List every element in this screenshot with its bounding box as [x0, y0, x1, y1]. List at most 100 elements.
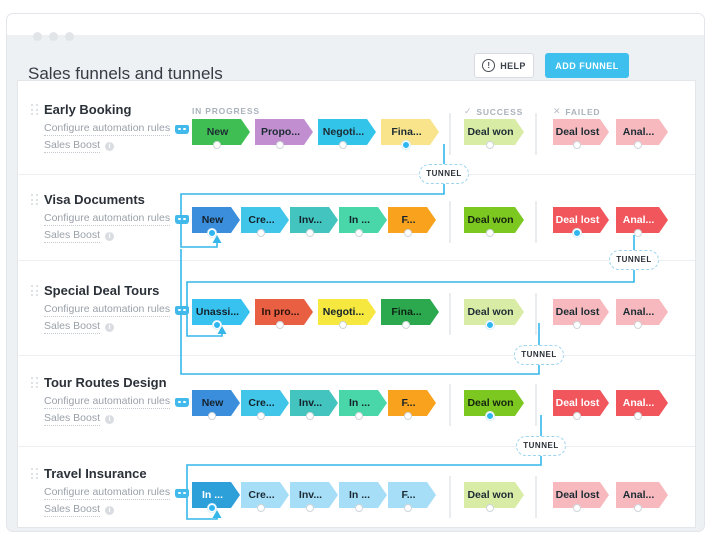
stage-chip[interactable]: In ...: [339, 390, 387, 424]
stage-dot[interactable]: [275, 321, 284, 329]
stage-chip-body[interactable]: New: [192, 390, 240, 416]
stage-chip-body[interactable]: Propo...: [255, 119, 313, 145]
add-funnel-button[interactable]: ADD FUNNEL: [545, 53, 629, 78]
funnel-title[interactable]: Special Deal Tours: [44, 283, 160, 298]
stage-dot[interactable]: [354, 412, 363, 420]
stage-chip[interactable]: New: [192, 207, 240, 241]
stage-chip-body[interactable]: New: [192, 119, 250, 145]
stage-chip[interactable]: In ...: [339, 482, 387, 516]
stage-chip[interactable]: In pro...: [255, 299, 313, 333]
stage-chip[interactable]: Cre...: [241, 207, 289, 241]
stage-dot[interactable]: [572, 141, 581, 149]
stage-chip-body[interactable]: Deal lost: [553, 299, 609, 325]
stage-dot[interactable]: [633, 229, 642, 237]
stage-chip-body[interactable]: F...: [388, 482, 436, 508]
stage-dot[interactable]: [256, 504, 265, 512]
stage-chip[interactable]: Deal won: [464, 482, 524, 516]
stage-chip-body[interactable]: Anal...: [616, 119, 668, 145]
stage-chip-body[interactable]: Anal...: [616, 482, 668, 508]
stage-chip-body[interactable]: F...: [388, 207, 436, 233]
stage-chip[interactable]: Anal...: [616, 119, 668, 153]
stage-chip[interactable]: Propo...: [255, 119, 313, 153]
stage-dot[interactable]: [256, 412, 265, 420]
stage-chip[interactable]: Negoti...: [318, 119, 376, 153]
stage-chip-body[interactable]: Deal lost: [553, 482, 609, 508]
tunnel-connection-dot[interactable]: [401, 141, 410, 149]
stage-dot[interactable]: [485, 141, 494, 149]
stage-dot[interactable]: [354, 504, 363, 512]
info-icon[interactable]: i: [105, 322, 115, 332]
stage-dot[interactable]: [485, 229, 494, 237]
stage-chip[interactable]: New: [192, 119, 250, 153]
stage-dot[interactable]: [275, 141, 284, 149]
stage-dot[interactable]: [403, 504, 412, 512]
stage-chip-body[interactable]: Fina...: [381, 299, 439, 325]
stage-dot[interactable]: [354, 229, 363, 237]
stage-chip-body[interactable]: Anal...: [616, 299, 668, 325]
configure-automation-link[interactable]: Configure automation rules: [44, 303, 171, 317]
stage-dot[interactable]: [403, 229, 412, 237]
stage-dot[interactable]: [338, 141, 347, 149]
sales-boost-link[interactable]: Sales Boost: [44, 139, 101, 153]
tunnel-label-pill[interactable]: TUNNEL: [609, 250, 659, 270]
stage-chip[interactable]: In ...: [339, 207, 387, 241]
info-icon[interactable]: i: [105, 414, 115, 424]
stage-chip-body[interactable]: In ...: [339, 207, 387, 233]
funnel-title[interactable]: Travel Insurance: [44, 466, 147, 481]
stage-chip-body[interactable]: Deal lost: [553, 119, 609, 145]
tunnel-connection-dot[interactable]: [207, 229, 216, 237]
stage-chip[interactable]: Unassi...: [192, 299, 250, 333]
stage-chip-body[interactable]: Inv...: [290, 207, 338, 233]
stage-chip[interactable]: Inv...: [290, 207, 338, 241]
stage-chip[interactable]: Anal...: [616, 482, 668, 516]
stage-chip-body[interactable]: F...: [388, 390, 436, 416]
stage-chip-body[interactable]: Deal won: [464, 119, 524, 145]
configure-automation-link[interactable]: Configure automation rules: [44, 212, 171, 226]
stage-dot[interactable]: [212, 141, 221, 149]
drag-handle-icon[interactable]: [31, 285, 38, 296]
stage-chip-body[interactable]: In ...: [339, 390, 387, 416]
drag-handle-icon[interactable]: [31, 104, 38, 115]
help-button[interactable]: ! HELP: [474, 53, 534, 78]
stage-chip[interactable]: Deal lost: [553, 299, 609, 333]
stage-chip-body[interactable]: Negoti...: [318, 299, 376, 325]
sales-boost-link[interactable]: Sales Boost: [44, 412, 101, 426]
stage-chip[interactable]: Deal won: [464, 390, 524, 424]
stage-dot[interactable]: [401, 321, 410, 329]
stage-chip-body[interactable]: In ...: [192, 482, 240, 508]
stage-chip-body[interactable]: Deal won: [464, 299, 524, 325]
drag-handle-icon[interactable]: [31, 377, 38, 388]
stage-dot[interactable]: [633, 412, 642, 420]
drag-handle-icon[interactable]: [31, 468, 38, 479]
stage-chip-body[interactable]: Anal...: [616, 390, 668, 416]
stage-chip-body[interactable]: Deal lost: [553, 390, 609, 416]
sales-boost-link[interactable]: Sales Boost: [44, 229, 101, 243]
stage-chip-body[interactable]: New: [192, 207, 240, 233]
stage-chip-body[interactable]: Cre...: [241, 482, 289, 508]
info-icon[interactable]: i: [105, 505, 115, 515]
stage-chip[interactable]: New: [192, 390, 240, 424]
stage-chip-body[interactable]: Inv...: [290, 390, 338, 416]
stage-chip[interactable]: F...: [388, 482, 436, 516]
stage-chip-body[interactable]: Deal won: [464, 390, 524, 416]
stage-dot[interactable]: [256, 229, 265, 237]
tunnel-connection-dot[interactable]: [207, 504, 216, 512]
configure-automation-link[interactable]: Configure automation rules: [44, 486, 171, 500]
configure-automation-link[interactable]: Configure automation rules: [44, 122, 171, 136]
stage-chip[interactable]: In ...: [192, 482, 240, 516]
stage-dot[interactable]: [485, 504, 494, 512]
stage-chip-body[interactable]: Fina...: [381, 119, 439, 145]
stage-chip[interactable]: F...: [388, 390, 436, 424]
tunnel-label-pill[interactable]: TUNNEL: [514, 345, 564, 365]
sales-boost-link[interactable]: Sales Boost: [44, 320, 101, 334]
stage-dot[interactable]: [572, 412, 581, 420]
stage-chip[interactable]: Deal won: [464, 207, 524, 241]
stage-chip[interactable]: Cre...: [241, 390, 289, 424]
stage-chip-body[interactable]: Unassi...: [192, 299, 250, 325]
stage-dot[interactable]: [305, 504, 314, 512]
stage-chip[interactable]: Cre...: [241, 482, 289, 516]
stage-chip-body[interactable]: Negoti...: [318, 119, 376, 145]
stage-chip-body[interactable]: Deal won: [464, 482, 524, 508]
sales-boost-link[interactable]: Sales Boost: [44, 503, 101, 517]
tunnel-connection-dot[interactable]: [485, 321, 494, 329]
